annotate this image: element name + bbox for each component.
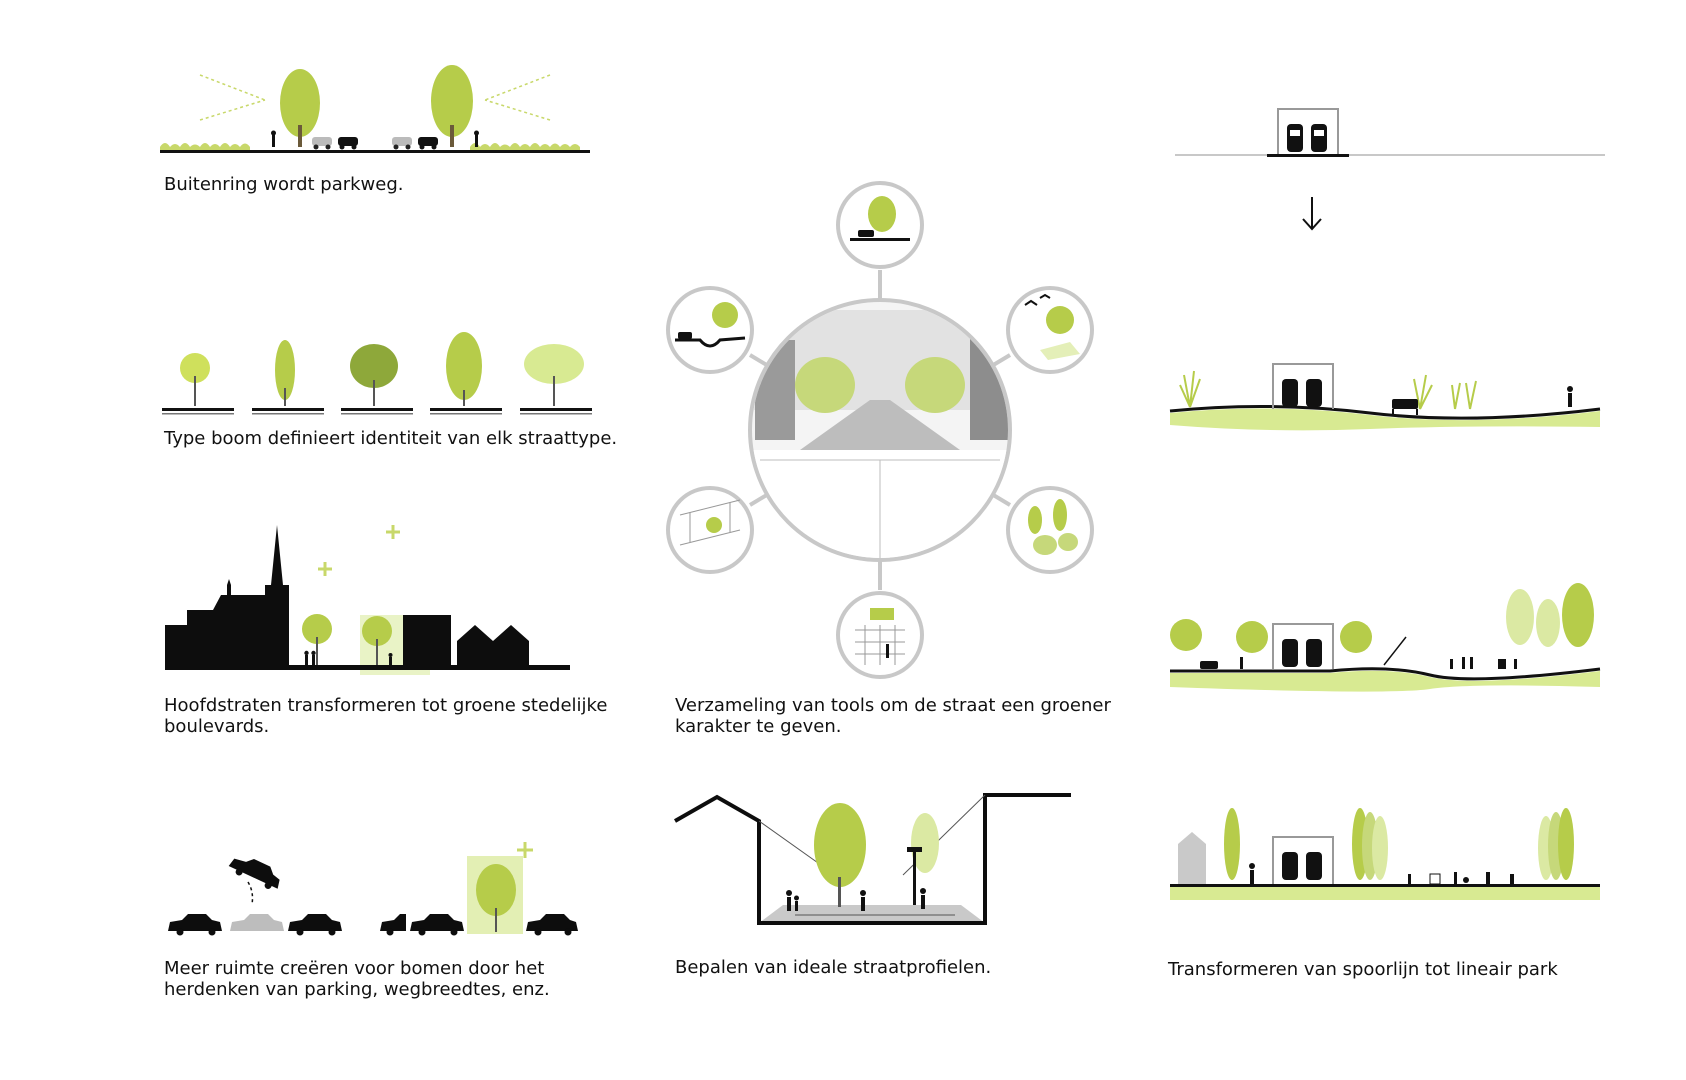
caption-boulevards-line2: boulevards. [164,716,270,737]
tree-icon [275,340,295,406]
car-icon [418,137,438,150]
caption-linear-park: Transformeren van spoorlijn tot lineair … [1168,959,1558,980]
parking-diagram [160,838,580,938]
train-icon [1282,852,1322,880]
railway-park-stage-1 [1169,355,1610,435]
caption-parking-line2: herdenken van parking, wegbreedtes, enz. [164,979,550,1000]
caption-boulevards: Hoofdstraten transformeren tot groene st… [164,695,607,737]
tree-icon [350,344,398,406]
tree-icon [446,332,482,406]
tree-icon [911,813,939,873]
tool-circle-bioswale [666,286,754,374]
tree-icon [362,616,392,667]
caption-profiles: Bepalen van ideale straatprofielen. [675,957,992,978]
tool-circle-biodiversity [1006,286,1094,374]
car-icon [392,137,412,150]
tool-circle-tree-species [1006,486,1094,574]
car-icon [168,914,222,936]
train-icon [1287,124,1327,152]
parkway-section-diagram [160,55,600,165]
tree-icon [302,614,332,667]
tree-icon [524,344,584,406]
tool-circle-green-parking [836,181,924,269]
caption-parking: Meer ruimte creëren voor bomen door het … [164,958,550,1000]
tree-icon [814,803,866,907]
arrow-down-icon [1300,195,1324,235]
caption-parkway: Buitenring wordt parkweg. [164,174,404,195]
caption-boulevards-line1: Hoofdstraten transformeren tot groene st… [164,695,608,716]
tool-circle-green-facade [836,591,924,679]
plus-icon [318,525,400,576]
plus-icon [517,842,533,858]
person-icon [271,130,479,147]
car-icon [338,137,358,150]
railway-before-diagram [1175,100,1615,160]
caption-tools-line2: karakter te geven. [675,716,842,737]
railway-park-final [1170,800,1610,905]
caption-tools: Verzameling van tools om de straat een g… [675,695,1111,737]
car-icon [228,858,280,889]
caption-parking-line1: Meer ruimte creëren voor bomen door het [164,958,545,979]
tree-icon [476,864,516,932]
car-icon [312,137,332,150]
car-icon [288,914,342,936]
railway-park-stage-2 [1170,583,1610,695]
street-profile-diagram [674,785,1075,945]
street-tools-hub-diagram [650,170,1110,695]
boulevards-skyline-diagram [165,515,575,680]
caption-tree-types: Type boom definieert identiteit van elk … [164,428,618,449]
tree-icon [180,353,210,406]
tool-circle-courtyard [666,486,754,574]
train-icon [1282,639,1322,667]
tree-types-diagram [160,328,600,418]
car-icon [230,914,284,931]
tree-icon [280,69,320,147]
caption-tools-line1: Verzameling van tools om de straat een g… [675,695,1111,716]
train-icon [1282,379,1322,407]
person-icon [786,888,926,911]
tree-icon [431,65,473,147]
person-icon [304,650,393,665]
street-render-circle [748,298,1012,562]
car-icon [380,914,578,936]
